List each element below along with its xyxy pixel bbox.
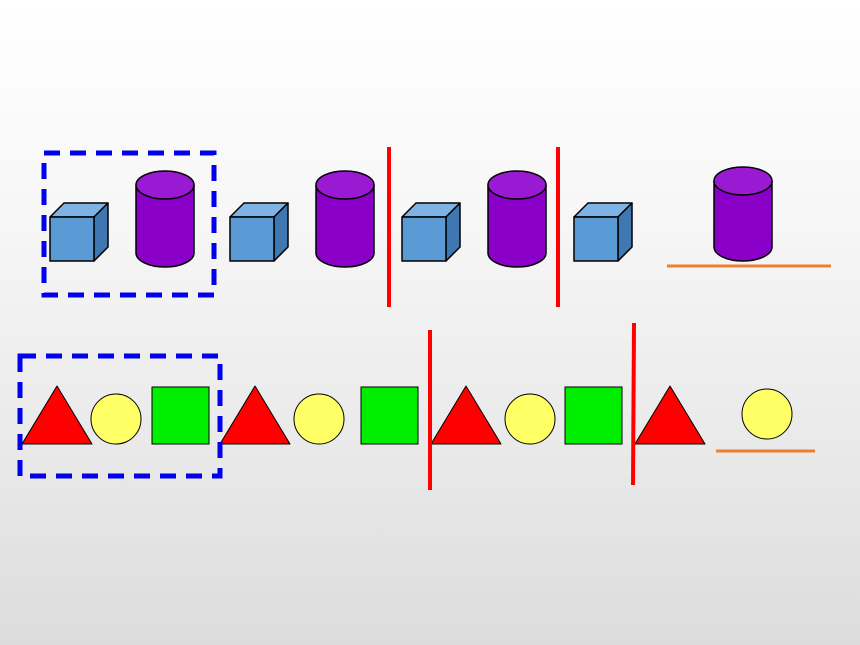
square-icon [360, 386, 419, 445]
triangle-icon [21, 385, 93, 445]
cube-icon [573, 202, 633, 262]
pattern-group-box [17, 353, 223, 479]
cube-icon [401, 202, 461, 262]
square-icon [151, 386, 210, 445]
circle-icon [293, 393, 345, 445]
cylinder-icon [135, 170, 195, 268]
circle-icon [504, 393, 556, 445]
triangle-icon [219, 385, 291, 445]
circle-icon [90, 393, 142, 445]
answer-circle-icon [741, 388, 793, 440]
cube-icon [49, 202, 109, 262]
pattern-divider [631, 322, 636, 486]
pattern-group-box [41, 150, 217, 298]
answer-cylinder-icon [713, 166, 773, 262]
square-icon [564, 386, 623, 445]
cube-icon [229, 202, 289, 262]
cylinder-icon [487, 170, 547, 268]
triangle-icon [430, 385, 502, 445]
cylinder-icon [315, 170, 375, 268]
triangle-icon [634, 385, 706, 445]
